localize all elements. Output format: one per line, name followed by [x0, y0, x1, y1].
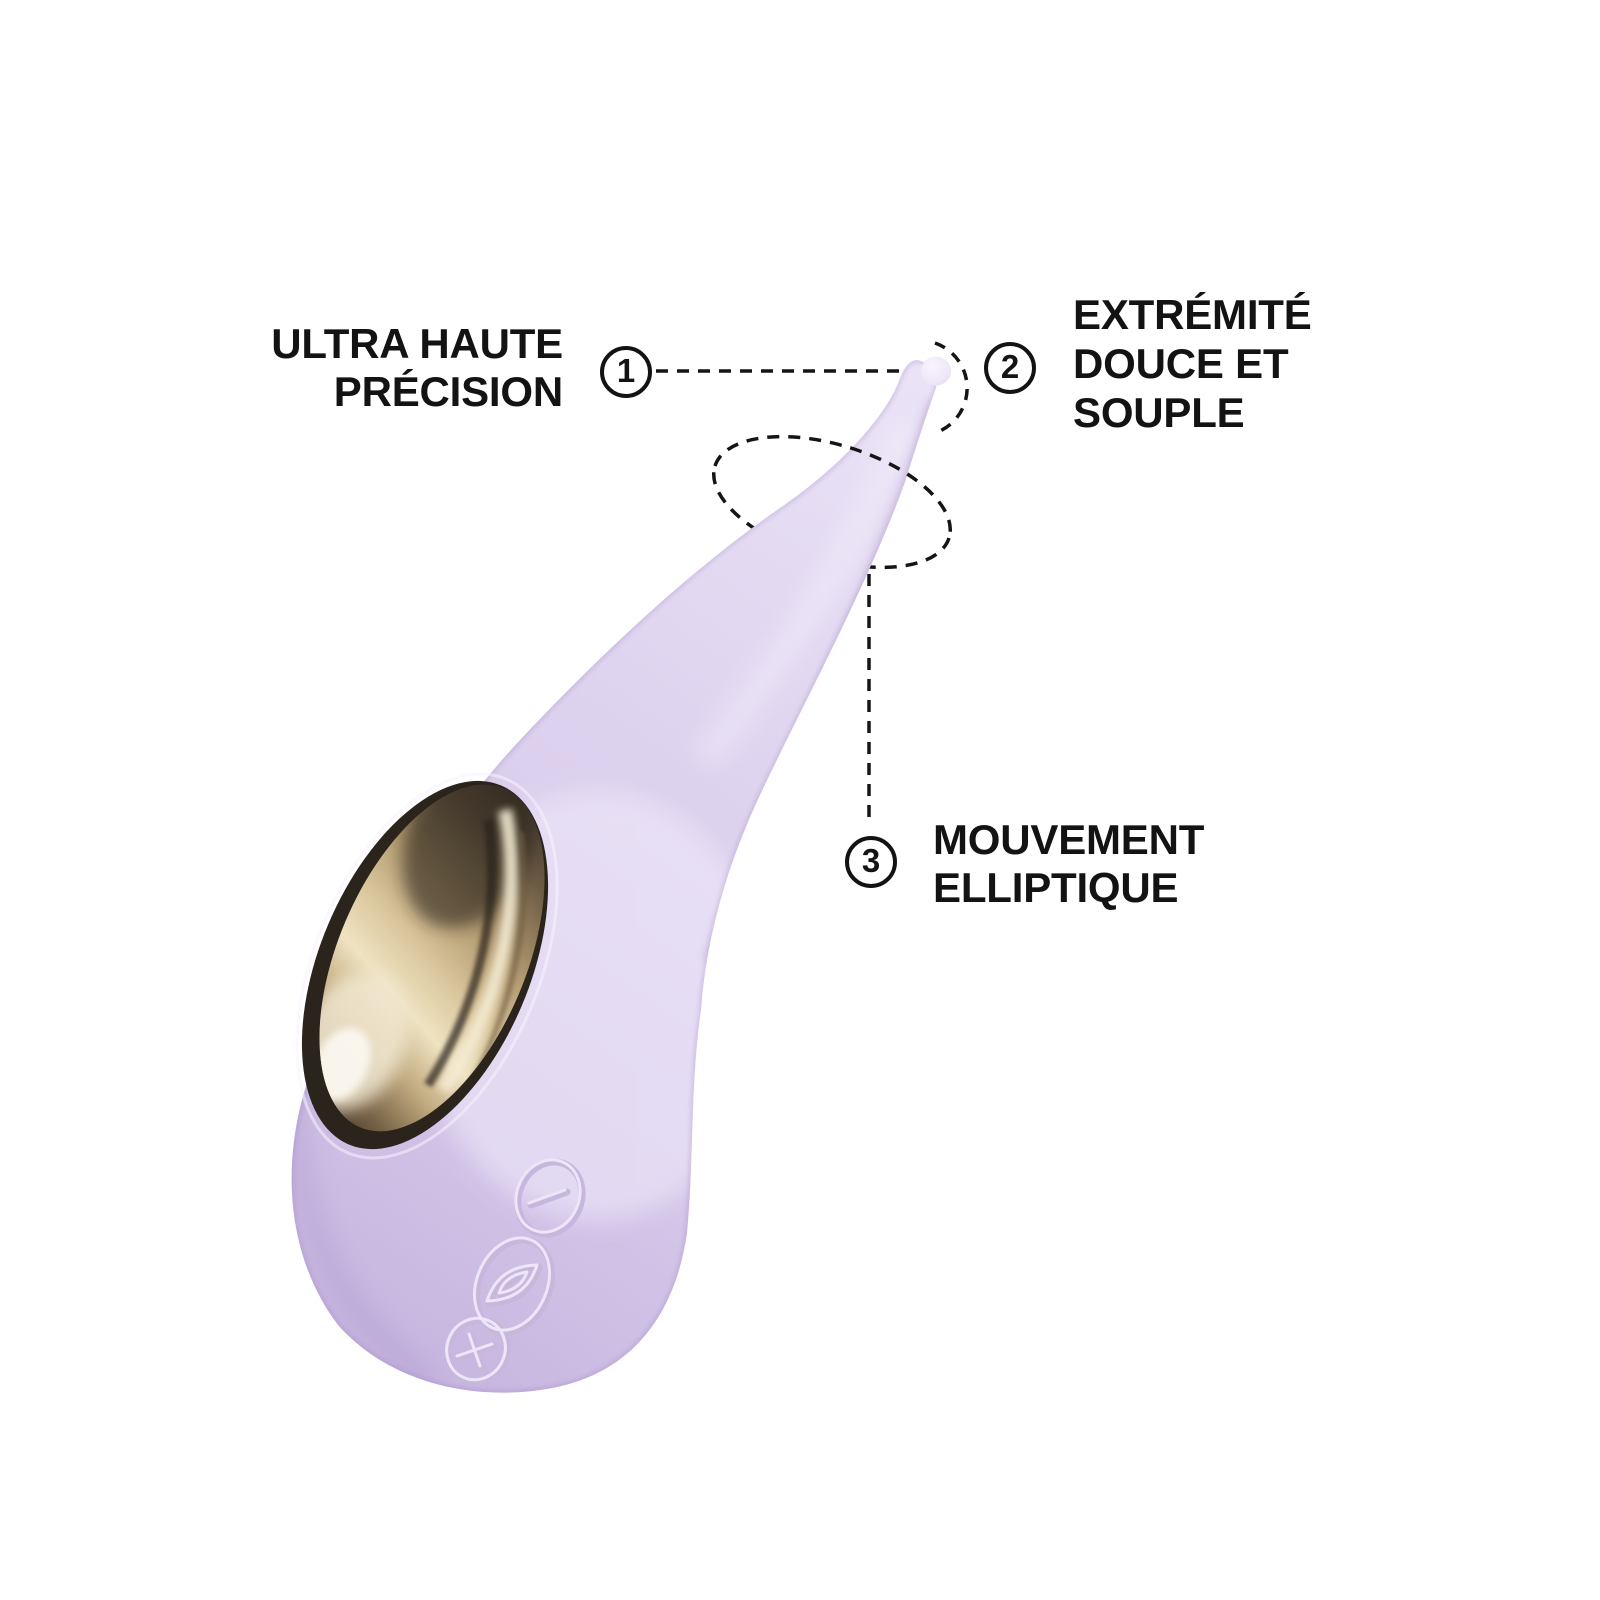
device [291, 356, 951, 1393]
motion-ellipse-back [712, 465, 951, 570]
annotations-front [713, 341, 969, 820]
callout-1-label: ULTRA HAUTE PRÉCISION [271, 320, 563, 416]
callout-label-line: ELLIPTIQUE [933, 864, 1179, 911]
callout-2-badge: 2 [984, 342, 1036, 394]
callout-label-line: EXTRÉMITÉ [1073, 291, 1312, 338]
callout-label-line: PRÉCISION [333, 368, 563, 415]
annotations-behind [656, 369, 951, 570]
metal-inlay [295, 751, 559, 1160]
callout-3-badge: 3 [845, 836, 897, 888]
callout-label-line: DOUCE ET [1073, 340, 1289, 387]
callout-label-line: SOUPLE [1073, 389, 1245, 436]
callout-2-label: EXTRÉMITÉ DOUCE ET SOUPLE [1073, 290, 1312, 437]
motion-ellipse-front [713, 434, 952, 539]
callout-label-line: ULTRA HAUTE [271, 320, 563, 367]
callout-1-badge: 1 [600, 346, 652, 398]
tip-arc [934, 341, 969, 433]
callout-label-line: MOUVEMENT [933, 816, 1205, 863]
tip-ball [921, 356, 951, 386]
callout-3-label: MOUVEMENT ELLIPTIQUE [933, 816, 1204, 912]
